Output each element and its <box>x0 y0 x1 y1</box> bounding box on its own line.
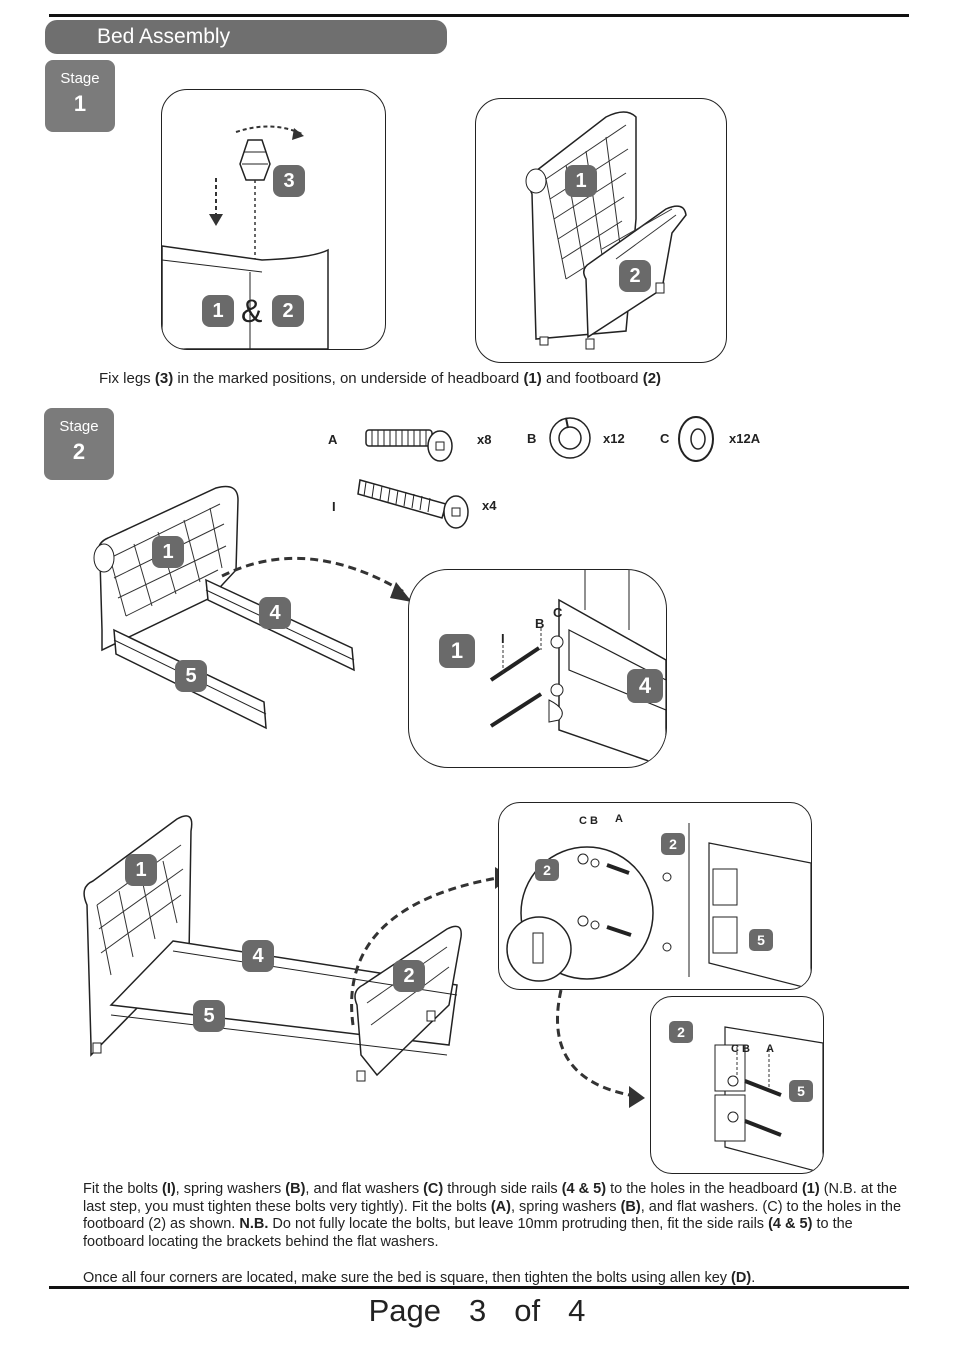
stage-label: Stage <box>60 70 100 87</box>
stage-label: Stage <box>59 418 99 435</box>
callout-side-rail-5: 5 <box>193 1000 225 1032</box>
full-bed-illustration <box>83 815 511 1082</box>
instruction-bold: (1) <box>801 1181 820 1197</box>
callout-side-rail-4: 4 <box>259 597 291 629</box>
hardware-a-letter: A <box>328 432 338 447</box>
headboard-bolt-detail-illustration <box>489 570 666 767</box>
detail-letter-a: A <box>766 1043 774 1055</box>
bolt-i-icon <box>357 479 469 529</box>
hardware-a-qty: x8 <box>477 432 492 447</box>
callout-footboard-2: 2 <box>393 960 425 992</box>
callout-side-rail-4: 4 <box>627 669 663 703</box>
instruction-paragraph-2: Once all four corners are located, make … <box>83 1270 913 1288</box>
instruction-bold: (C) <box>423 1181 444 1197</box>
headboard-bolt-detail-panel: 1 4 I B C <box>408 569 667 768</box>
callout-footboard-2: 2 <box>661 833 685 855</box>
callout-footboard-2: 2 <box>669 1021 693 1043</box>
instruction-paragraph-1: Fit the bolts (I), spring washers (B), a… <box>83 1181 913 1252</box>
hardware-i-letter: I <box>332 499 336 514</box>
bottom-rule <box>49 1286 909 1289</box>
instruction-text: to the footboard locating the brackets b… <box>83 1216 853 1251</box>
detail-letter-c: C <box>553 605 563 620</box>
instruction-bold: (A) <box>490 1198 511 1215</box>
callout-side-rail-5: 5 <box>789 1080 813 1102</box>
bed-ends-panel: 1 2 <box>475 98 727 363</box>
instruction-bold: (D) <box>731 1269 752 1286</box>
caption-text: in the marked positions, on underside of… <box>173 370 524 387</box>
of-word: of <box>514 1293 541 1328</box>
stage-number: 2 <box>72 439 86 464</box>
caption-text: Fix legs <box>99 370 155 387</box>
callout-footboard-2: 2 <box>535 859 559 881</box>
stage-2-badge: Stage 2 <box>44 408 114 480</box>
callout-headboard-1: 1 <box>439 634 475 668</box>
caption-text: and footboard <box>541 370 643 387</box>
detail-letter-b: B <box>535 616 545 631</box>
caption-bold: (3) <box>154 370 174 387</box>
hardware-i-qty: x4 <box>482 498 497 513</box>
headboard-footboard-illustration <box>525 111 687 350</box>
stage-number: 1 <box>73 91 87 116</box>
hardware-c-qty: x12A <box>729 431 761 446</box>
callout-headboard-1: 1 <box>565 165 597 197</box>
headboard-rails-illustration <box>93 485 412 730</box>
instruction-text: , spring washers <box>175 1181 286 1197</box>
detail-letters-cb: C B <box>731 1043 750 1055</box>
caption-bold: (2) <box>642 370 662 387</box>
stage-1-caption: Fix legs (3) in the marked positions, on… <box>99 370 661 387</box>
instruction-bold: (B) <box>285 1181 306 1197</box>
instruction-text: to the holes in the headboard <box>606 1181 802 1197</box>
instruction-text: Fit the bolts <box>83 1181 162 1197</box>
detail-letters-cb: C B <box>579 815 598 827</box>
instruction-text: , and flat washers <box>305 1181 424 1197</box>
callout-leg-3: 3 <box>273 165 305 197</box>
leg-fitting-panel: 3 1 & 2 <box>161 89 386 350</box>
detail-letter-i: I <box>501 631 505 646</box>
stage-2-instructions: Fit the bolts (I), spring washers (B), a… <box>83 1181 913 1288</box>
instruction-text: Do not fully locate the bolts, but leave… <box>268 1216 769 1233</box>
page-total: 4 <box>568 1293 586 1328</box>
callout-footboard-2: 2 <box>272 295 304 327</box>
callout-headboard-1: 1 <box>202 295 234 327</box>
spring-washer-b-icon <box>549 417 591 459</box>
footboard-bolt-detail-panel: C B A 2 2 5 <box>498 802 812 990</box>
instruction-text: , spring washers <box>510 1198 621 1215</box>
page-word: Page <box>368 1293 442 1328</box>
instruction-bold: (I) <box>161 1181 176 1197</box>
instruction-bold: (4 & 5) <box>561 1181 607 1197</box>
callout-footboard-2: 2 <box>619 260 651 292</box>
bracket-assembled-panel: 2 C B A 5 <box>650 996 824 1174</box>
callout-side-rail-5: 5 <box>749 929 773 951</box>
bolt-a-icon <box>365 429 453 462</box>
section-title: Bed Assembly <box>45 20 447 54</box>
hardware-b-qty: x12 <box>603 431 625 446</box>
instruction-text: (N.B. at the last step, you must tighten… <box>83 1181 898 1215</box>
bracket-assembled-illustration <box>714 1026 823 1173</box>
instruction-text: . <box>751 1269 756 1286</box>
detail-letter-a: A <box>615 813 623 825</box>
instruction-bold: N.B. <box>239 1216 269 1233</box>
instruction-text: through side rails <box>443 1181 562 1197</box>
instruction-bold: (B) <box>620 1198 641 1215</box>
instruction-bold: (4 & 5) <box>768 1216 813 1233</box>
instruction-text: , and flat washers. (C) to the holes in … <box>83 1198 902 1233</box>
page-current: 3 <box>469 1293 487 1328</box>
top-rule <box>49 14 909 17</box>
caption-bold: (1) <box>523 370 542 387</box>
hardware-c-letter: C <box>660 431 670 446</box>
stage-1-badge: Stage 1 <box>45 60 115 132</box>
footboard-bolt-detail-illustration <box>506 823 811 989</box>
ampersand: & <box>241 293 263 329</box>
connector-arrow <box>556 989 645 1108</box>
paragraph-gap <box>83 1252 913 1270</box>
callout-side-rail-5: 5 <box>175 660 207 692</box>
flat-washer-c-icon <box>678 416 714 462</box>
callout-side-rail-4: 4 <box>242 940 274 972</box>
hardware-b-letter: B <box>527 431 537 446</box>
instruction-text: Once all four corners are located, make … <box>83 1269 732 1286</box>
callout-headboard-1: 1 <box>152 536 184 568</box>
callout-headboard-1: 1 <box>125 854 157 886</box>
page-number-footer: Page 3 of 4 <box>0 1293 954 1329</box>
